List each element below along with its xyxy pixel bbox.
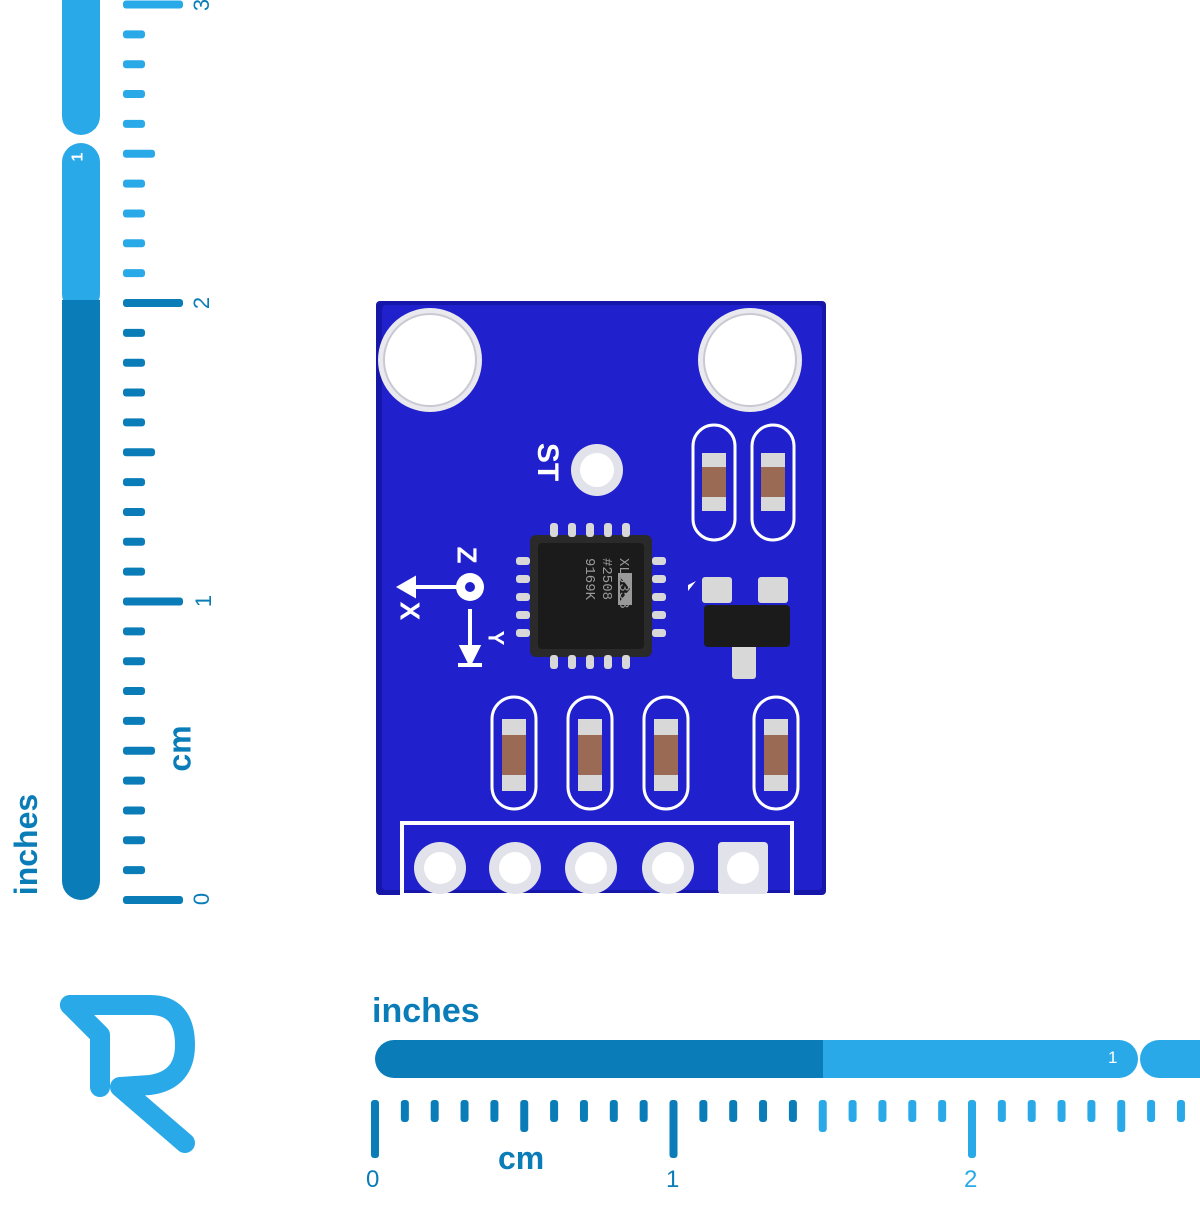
horizontal-ruler: inches 1 cm 0 1 2 [360, 990, 1200, 1200]
vertical-ruler-tick [123, 179, 145, 188]
vertical-cm-mark-2: 2 [189, 296, 215, 310]
horizontal-cm-mark-0: 0 [366, 1166, 380, 1193]
horizontal-ruler-tick [1027, 1100, 1036, 1122]
vertical-cm-mark-1: 1 [191, 594, 217, 608]
header-pins [414, 842, 768, 894]
vertical-ruler-tick [123, 806, 145, 815]
vertical-ruler-tick [123, 567, 145, 576]
horizontal-inch-mark-1: 1 [1108, 1048, 1118, 1067]
horizontal-ruler-tick [997, 1100, 1006, 1122]
horizontal-ruler-tick [848, 1100, 857, 1122]
vertical-ruler-tick [123, 418, 145, 427]
vertical-ruler-tick [123, 90, 145, 99]
horizontal-ruler-tick [579, 1100, 588, 1122]
horizontal-ruler-tick [520, 1100, 529, 1132]
vertical-ruler-tick [123, 30, 145, 39]
chip-marking-line3: 9169K [581, 558, 597, 601]
vertical-inch-label: inches [8, 793, 45, 896]
vertical-cm-mark-3: 3 [189, 0, 215, 12]
vertical-ruler-tick [123, 896, 183, 904]
resistor [642, 695, 690, 811]
horizontal-ruler-tick [1117, 1100, 1126, 1132]
horizontal-ruler-tick [609, 1100, 618, 1122]
horizontal-ruler-tick [371, 1100, 379, 1158]
vertical-ruler-tick [123, 239, 145, 248]
horizontal-ruler-tick [729, 1100, 738, 1122]
vertical-ruler-tick [123, 597, 183, 606]
vertical-ruler-tick [123, 299, 183, 307]
horizontal-ruler-tick [639, 1100, 648, 1122]
vertical-ruler: 1 3 2 1 0 cm inches [0, 0, 240, 920]
horizontal-ruler-tick [938, 1100, 947, 1122]
horizontal-ruler-tick [460, 1100, 469, 1122]
horizontal-ruler-tick [878, 1100, 887, 1122]
horizontal-ruler-tick [818, 1100, 827, 1132]
horizontal-ruler-tick [908, 1100, 917, 1122]
capacitor [750, 423, 796, 542]
horizontal-cm-label: cm [498, 1140, 545, 1176]
horizontal-ruler-tick [400, 1100, 409, 1122]
horizontal-ruler-tick [968, 1100, 976, 1158]
resistor [490, 695, 538, 811]
axis-indicator [395, 573, 484, 668]
horizontal-ruler-tick [430, 1100, 439, 1122]
accelerometer-chip [516, 523, 666, 669]
horizontal-ruler-tick [1176, 1100, 1185, 1122]
vertical-inch-mark-1: 1 [69, 152, 87, 162]
vertical-ruler-tick [123, 507, 145, 516]
horizontal-ruler-tick [550, 1100, 559, 1122]
vertical-ruler-tick [123, 269, 145, 278]
transistor [688, 577, 790, 679]
vertical-ruler-tick [123, 209, 145, 218]
vertical-ruler-tick [123, 866, 145, 875]
vertical-ruler-tick [123, 0, 183, 9]
vertical-ruler-tick [123, 716, 145, 725]
axis-x-label: X [394, 601, 426, 621]
horizontal-cm-mark-1: 1 [666, 1166, 680, 1193]
vertical-ruler-tick [123, 119, 145, 128]
chip-marking-line2: #2508 [598, 558, 614, 601]
vertical-ruler-graphic [62, 0, 183, 904]
vertical-ruler-tick [123, 746, 155, 755]
vertical-ruler-tick [123, 657, 145, 666]
horizontal-ruler-tick [669, 1100, 678, 1158]
vertical-ruler-tick [123, 776, 145, 785]
vertical-ruler-tick [123, 836, 145, 845]
horizontal-ruler-tick [1057, 1100, 1066, 1122]
vertical-ruler-tick [123, 478, 145, 487]
horizontal-ruler-tick [1087, 1100, 1096, 1122]
horizontal-inch-label: inches [372, 992, 480, 1030]
axis-y-label: Y [483, 630, 509, 646]
vertical-ruler-tick [123, 328, 145, 337]
capacitor [691, 423, 737, 542]
horizontal-cm-mark-2: 2 [964, 1166, 978, 1193]
vertical-cm-label: cm [161, 725, 198, 772]
r-logo-icon [60, 995, 200, 1155]
vertical-ruler-tick [123, 388, 145, 397]
chip-marking: XL335B #2508 9169K [580, 558, 631, 648]
horizontal-ruler-tick [759, 1100, 768, 1122]
horizontal-ruler-tick [490, 1100, 499, 1122]
accelerometer-board: ST Z X Y XL335B #2508 9169K [370, 295, 830, 900]
horizontal-ruler-tick [699, 1100, 708, 1122]
st-label: ST [531, 442, 565, 482]
vertical-ruler-tick [123, 537, 145, 546]
vertical-cm-mark-0: 0 [189, 892, 215, 906]
horizontal-ruler-graphic [371, 1040, 1200, 1158]
vertical-ruler-tick [123, 149, 155, 158]
resistor [566, 695, 614, 811]
horizontal-ruler-tick [788, 1100, 797, 1122]
resistor [752, 695, 800, 811]
pcb-graphic [376, 301, 826, 897]
vertical-ruler-tick [123, 358, 145, 367]
chip-marking-line1: XL335B [615, 558, 631, 609]
vertical-ruler-tick [123, 627, 145, 636]
horizontal-ruler-tick [1147, 1100, 1156, 1122]
vertical-ruler-tick [123, 60, 145, 69]
vertical-ruler-tick [123, 687, 145, 696]
axis-z-label: Z [451, 546, 483, 564]
vertical-ruler-tick [123, 448, 155, 457]
